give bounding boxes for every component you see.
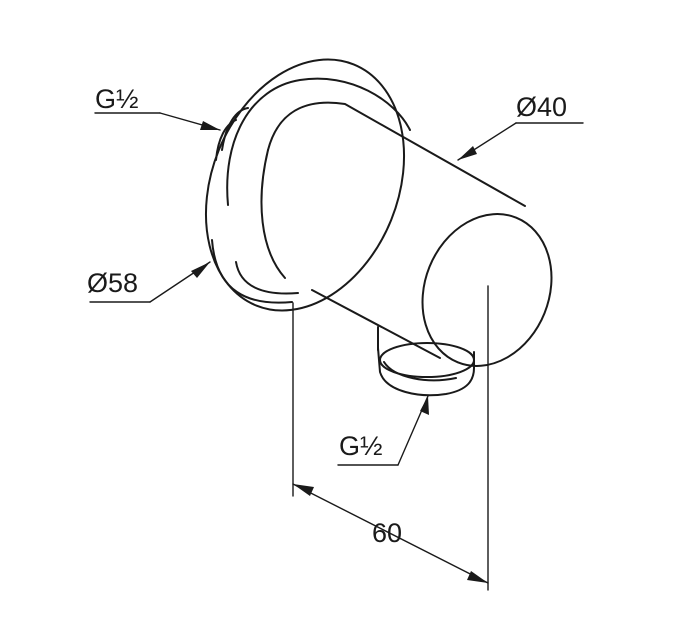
dimension-60 [292,285,489,591]
arrow-g-top [200,121,220,130]
wall-flange [204,58,411,312]
diameter-label-40: Ø40 [516,92,568,122]
arrow-60-right [467,571,488,583]
flange-inner-edge [211,239,293,304]
flange-lip [235,261,299,295]
leaders [89,112,584,466]
depth-dimension-label: 60 [372,518,403,548]
cylinder-left-edge [260,149,286,279]
cylinder-body [260,101,553,367]
bottom-outlet [377,326,475,397]
arrow-g-bottom [420,396,429,415]
flange-outer-rim [204,58,406,312]
arrow-d58 [191,262,210,278]
cylinder-top-edge [267,101,526,207]
thread-label-top: G½ [95,84,139,114]
thread-label-bottom: G½ [339,431,383,461]
diameter-label-58: Ø58 [87,268,139,298]
flange-front-face [226,77,411,206]
cylinder-bottom-edge [311,289,441,359]
arrowheads [191,121,488,583]
rear-thread-stub [215,107,249,161]
arrow-60-left [293,484,314,496]
arrow-d40 [458,146,477,160]
cylinder-end-cap [421,213,553,367]
